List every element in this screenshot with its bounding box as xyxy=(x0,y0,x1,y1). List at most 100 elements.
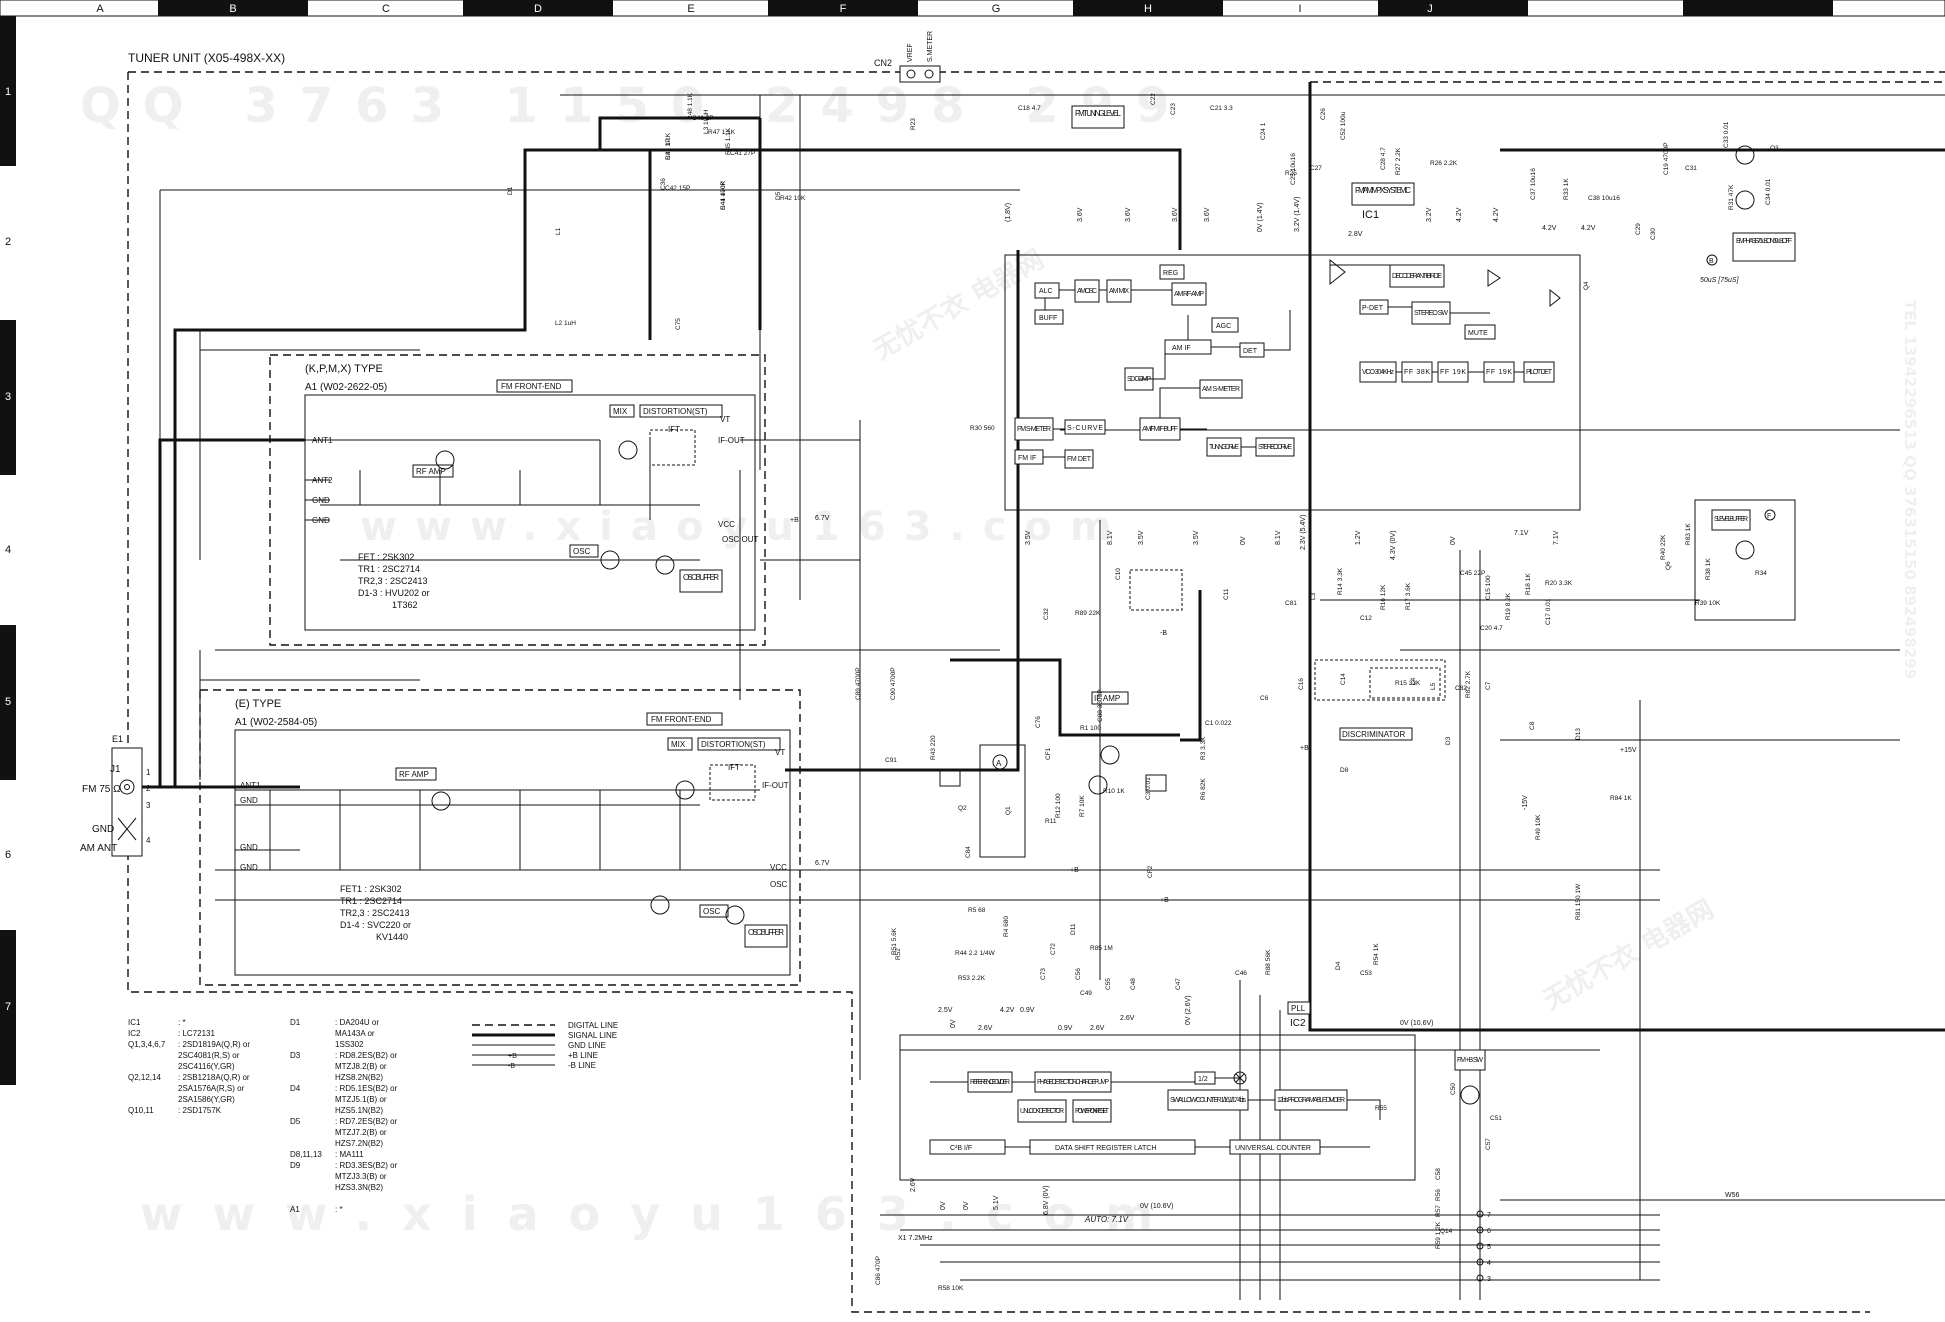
component-label: D4 xyxy=(1335,961,1342,970)
component-label: R5 68 xyxy=(968,907,986,914)
component-label: D1 xyxy=(507,186,514,195)
component-label: R38 1K xyxy=(1705,558,1712,580)
tuner-unit-border: TUNER UNIT (X05-498X-XX) xyxy=(127,51,1945,1313)
ic1-block-fm-det: FM DET xyxy=(1067,456,1092,463)
ic1-block-fm-if: FM IF xyxy=(1018,455,1036,462)
ic1-v-top-13: 4.2V xyxy=(1581,225,1596,232)
grid-frame xyxy=(0,0,1945,1085)
component-label: R16 12K xyxy=(1380,584,1387,610)
ic1-block-buff: BUFF xyxy=(1039,315,1057,322)
component-label: C32 xyxy=(1043,608,1050,620)
component-label: R14 3.3K xyxy=(1337,567,1344,595)
circle-f-label: F xyxy=(1767,513,1771,520)
ic2-v-9: 0V (2.6V) xyxy=(1185,995,1192,1025)
component-label: R1 100 xyxy=(1080,725,1101,732)
frontend-kpmx-pin-ifout: IF-OUT xyxy=(718,436,745,445)
component-label: R19 8.2K xyxy=(1505,592,1512,620)
parts-list-c1-ref: Q2,12,14 xyxy=(128,1073,161,1082)
parts-list-c2-value: MTZJ3.3(B) or xyxy=(335,1172,387,1181)
cn2-connector: CN2 VREF S.METER xyxy=(874,31,941,83)
parts-list-c1-ref: IC2 xyxy=(128,1029,141,1038)
svg-text:4: 4 xyxy=(146,836,151,845)
component-label: C72 xyxy=(1050,943,1057,955)
cn2-pin-smeter: S.METER xyxy=(927,31,934,62)
legend-label: SIGNAL LINE xyxy=(568,1031,617,1040)
component-label: R17 3.6K xyxy=(1405,582,1412,610)
ic1-block-pdet: P-DET xyxy=(1362,305,1384,312)
svg-text:1: 1 xyxy=(146,768,151,777)
component-label: R48 1.1K xyxy=(687,92,694,120)
grid-column-labels: A B C D E F G H I J xyxy=(96,3,1432,15)
ic1-fm-tuning-level: FM TUNING LEVEL xyxy=(1075,109,1122,118)
ic1-v-bot-1: 3.5V xyxy=(1025,530,1032,545)
component-label: Q14 xyxy=(1440,1228,1453,1235)
ic2-v-1: 2.5V xyxy=(938,1007,953,1014)
component-label: D3 xyxy=(1445,736,1452,745)
ic1-v-top-7: 3.2V (1.4V) xyxy=(1294,197,1301,232)
component-label: C82 xyxy=(1455,685,1467,692)
component-label: C90 4700P xyxy=(890,667,897,700)
parts-list-c2-ref: D9 xyxy=(290,1161,301,1170)
svg-text:3: 3 xyxy=(1487,1276,1491,1283)
frontend-e-pin-ant1: ANT1 xyxy=(240,781,261,790)
component-label: C19 4700P xyxy=(1663,142,1670,175)
frontend-e: (E) TYPE A1 (W02-2584-05) FM FRONT-END M… xyxy=(199,689,801,986)
frontend-kpmx-pin-gnd2: GND xyxy=(312,516,330,525)
component-label: R20 3.3K xyxy=(1545,580,1573,587)
ic1-v-top-11: 4.2V xyxy=(1493,207,1500,222)
ic1-block-decoder: DECODER ANTI-BIRDIE xyxy=(1392,273,1442,280)
grid-col-f: F xyxy=(840,3,847,15)
component-label: C52 100u xyxy=(1340,111,1347,140)
grid-row-4: 4 xyxy=(5,544,11,556)
frontend-e-pin-gnd2: GND xyxy=(240,843,258,852)
component-label: C23 xyxy=(1170,103,1177,115)
ic2-block-power-reset: POWER ON RESET xyxy=(1075,1108,1110,1115)
ic1-block-reg: REG xyxy=(1163,270,1178,277)
component-label: R55 xyxy=(1375,1105,1387,1112)
ic1-block-agc: AGC xyxy=(1216,323,1231,330)
ic2-v-5: 0.9V xyxy=(1020,1007,1035,1014)
component-label: C33 0.01 xyxy=(1723,121,1730,148)
ic1-block-vco: VCO 304KHz xyxy=(1362,369,1395,376)
watermark-cn: 无忧不衣 电器网 xyxy=(868,244,1049,366)
emphasis-note: 50uS [75uS] xyxy=(1700,277,1740,284)
frontend-e-osc: OSC xyxy=(703,907,721,916)
ic2: PLL IC2 REFERENCE DIVIDER PHASE DETECTOR… xyxy=(899,995,1433,1224)
plus-b-d: +B xyxy=(1300,745,1309,752)
parts-list-c2-value: 1SS302 xyxy=(335,1040,364,1049)
ic1-block-ff19a: FF 19K xyxy=(1440,369,1466,376)
parts-list-c2-value: MTZJ8.2(B) or xyxy=(335,1062,387,1071)
component-label: C40 2P xyxy=(692,115,714,122)
legend-label: DIGITAL LINE xyxy=(568,1021,618,1030)
svg-text:7: 7 xyxy=(1487,1212,1491,1219)
discriminator-section: DISCRIMINATOR xyxy=(1129,569,1446,741)
parts-list-c1-value: : 2SB1218A(Q,R) or xyxy=(178,1073,250,1082)
plus-b-a: +B xyxy=(790,517,799,524)
frontend-e-block: FM FRONT-END xyxy=(651,715,712,724)
component-label: R15 33K xyxy=(1395,680,1421,687)
ic2-v-6: 0.9V xyxy=(1058,1025,1073,1032)
component-label: C75 xyxy=(675,318,682,330)
if-amp-label: IF AMP xyxy=(1094,694,1120,703)
ic2-block-unlock: UNLOCK DETECTOR xyxy=(1020,1108,1064,1115)
component-label: C25 10u16 xyxy=(1290,153,1297,185)
parts-list-c1-value: 2SC4081(R,S) or xyxy=(178,1051,240,1060)
grid-row-6: 6 xyxy=(5,849,11,861)
grid-row-7: 7 xyxy=(5,1001,11,1013)
legend-label: -B LINE xyxy=(568,1061,596,1070)
ic2-v-10: 0V (10.6V) xyxy=(1400,1020,1433,1027)
ic1-v-top-6: 0V (1.4V) xyxy=(1257,202,1264,232)
component-label: C49 xyxy=(1080,990,1092,997)
component-label: C37 10u16 xyxy=(1530,168,1537,200)
ic2-block-c2b: C²B I/F xyxy=(950,1145,972,1152)
grid-col-g: G xyxy=(992,3,1001,15)
ic2-title: PLL xyxy=(1291,1004,1306,1013)
frontend-kpmx-part-3: TR2,3 : 2SC2413 xyxy=(358,576,428,586)
component-label: C15 100 xyxy=(1485,575,1492,600)
parts-list-c2-value: : RD7.2ES(B2) or xyxy=(335,1117,398,1126)
component-label: C39 3P xyxy=(665,138,672,160)
frontend-kpmx-module: A1 (W02-2622-05) xyxy=(305,382,387,393)
component-label: C22 xyxy=(1150,93,1157,105)
